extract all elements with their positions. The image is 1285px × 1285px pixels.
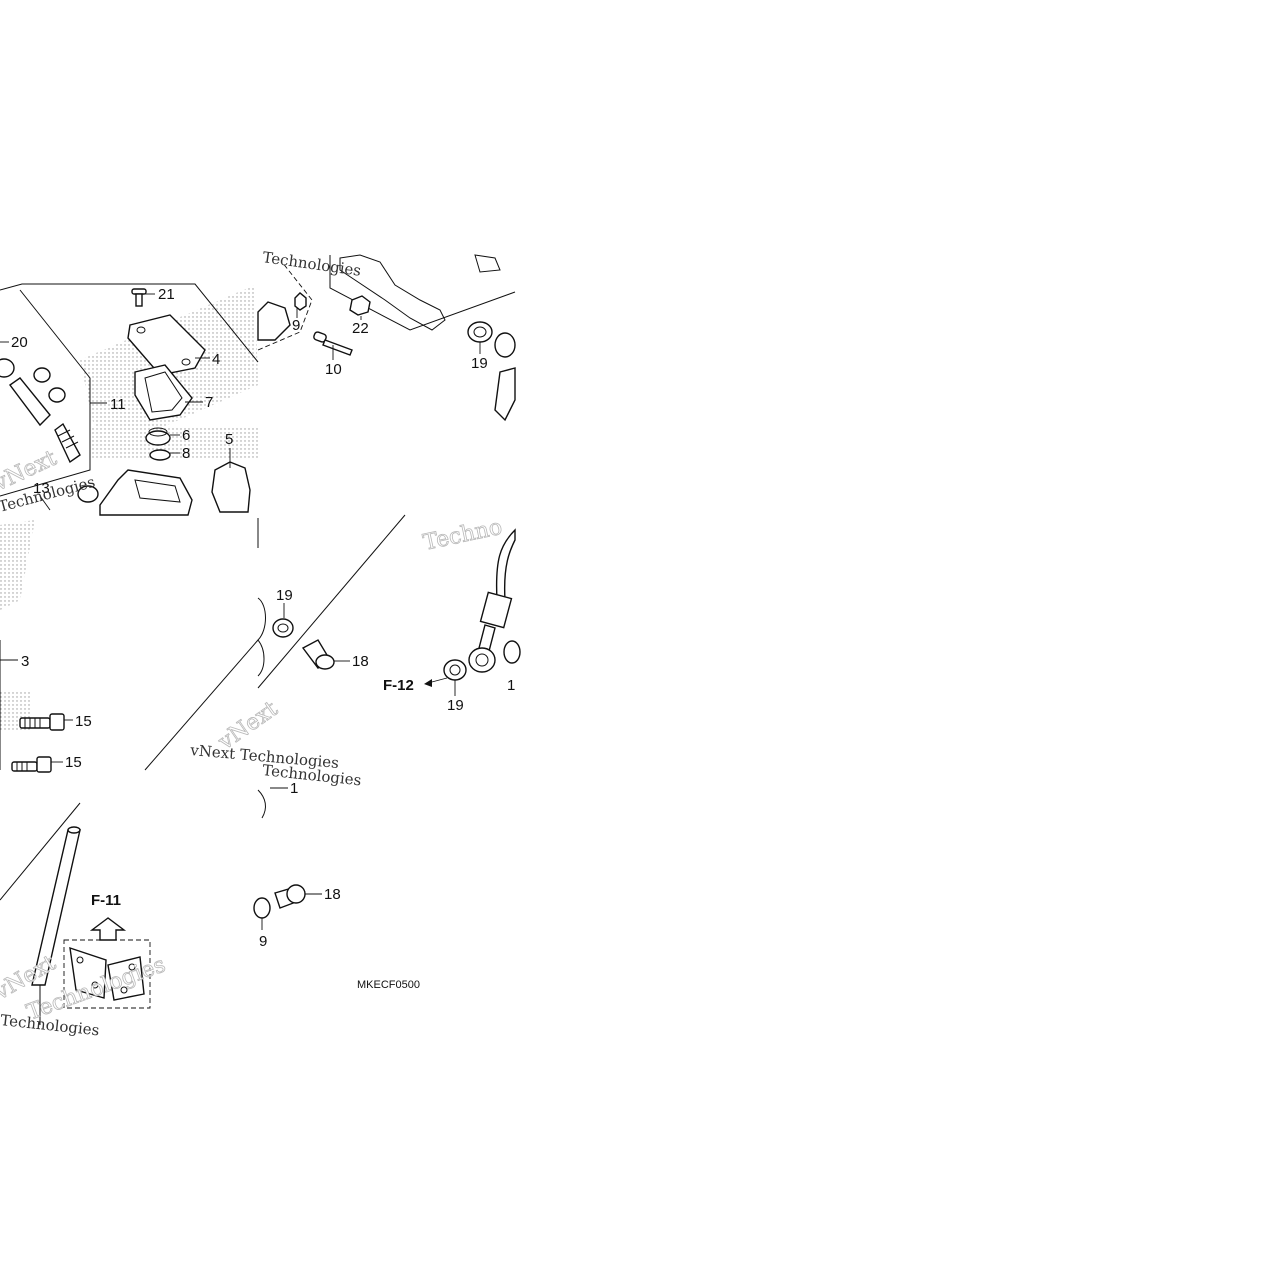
part-9-seal [294,292,307,311]
callout-7: 7 [205,394,213,411]
part-18-banjo-bolt-lower [274,884,306,909]
callout-9-top: 9 [292,317,300,334]
callout-19-mid: 19 [276,587,293,604]
callout-18-mid: 18 [352,653,369,670]
arrow-up-icon [89,917,127,941]
caliper-edge-lower [257,789,266,819]
frame-line [257,261,313,351]
callout-3: 3 [21,653,29,670]
callout-22: 22 [352,320,369,337]
callout-15-upper: 15 [75,713,92,730]
callout-1: 1 [290,780,298,797]
watermark: Technologies [0,1011,100,1039]
callout-13: 13 [33,480,50,497]
callout-19-f12: 19 [447,697,464,714]
callout-10: 10 [325,361,342,378]
part-15-bolt-lower [11,756,52,773]
part-4-reservoir-cap [127,314,206,376]
part-22-nut [349,295,371,316]
frame-line [329,255,516,331]
ref-f11: F-11 [91,892,121,909]
callout-11: 11 [110,396,126,413]
callout-8: 8 [182,445,190,462]
caliper-edge [257,597,266,677]
part-21-screw [131,288,147,307]
part-18-banjo-bolt [301,639,335,670]
ref-f12: F-12 [383,677,414,694]
part-6-float [145,427,171,446]
brake-pad-set [63,939,151,1009]
callout-4: 4 [212,351,220,368]
part-11-piston-set [9,367,81,464]
part-19-washer-inner [473,326,487,338]
watermark: Technologies [261,248,362,280]
frame-line [0,802,81,901]
part-19-washer-f12-inner [449,664,461,676]
part-19-washer-mid-inner [277,623,289,633]
callout-19-top: 19 [471,355,488,372]
part-19-washer-mid [272,618,294,638]
callout-18-lower: 18 [324,886,341,903]
watermark: Techno [421,515,504,556]
part-7-diaphragm-plate [134,364,193,421]
callout-15-lower: 15 [65,754,82,771]
callout-21: 21 [158,286,175,303]
part-9-washer-lower [253,897,271,919]
watermark: Technologies [262,761,363,789]
frame-line [144,639,259,771]
arrow-left-icon [424,677,448,687]
master-cylinder-body [77,469,193,516]
callout-9-lower: 9 [259,933,267,950]
callout-5: 5 [225,431,233,448]
part-19-washer-f12 [443,659,467,681]
part-15-bolt-upper [19,713,65,731]
brake-hose [468,528,521,673]
callout-20: 20 [11,334,28,351]
part-8-clip [149,449,171,461]
callout-19-cut: 1 [507,677,515,694]
part-10-pin [313,331,353,356]
part-20-seal [0,358,15,378]
frame-line [0,289,91,497]
callout-6: 6 [182,427,190,444]
hose-fitting-top [494,332,516,422]
caliper-bracket [257,254,501,341]
leader-lines [0,293,481,930]
part-5-holder [211,461,251,513]
brake-hose-lower [31,826,81,986]
part-19-washer [467,321,493,343]
shading-band [0,520,35,610]
frame-line [0,283,259,363]
frame-line [257,514,406,689]
diagram-code: MKECF0500 [357,979,420,991]
